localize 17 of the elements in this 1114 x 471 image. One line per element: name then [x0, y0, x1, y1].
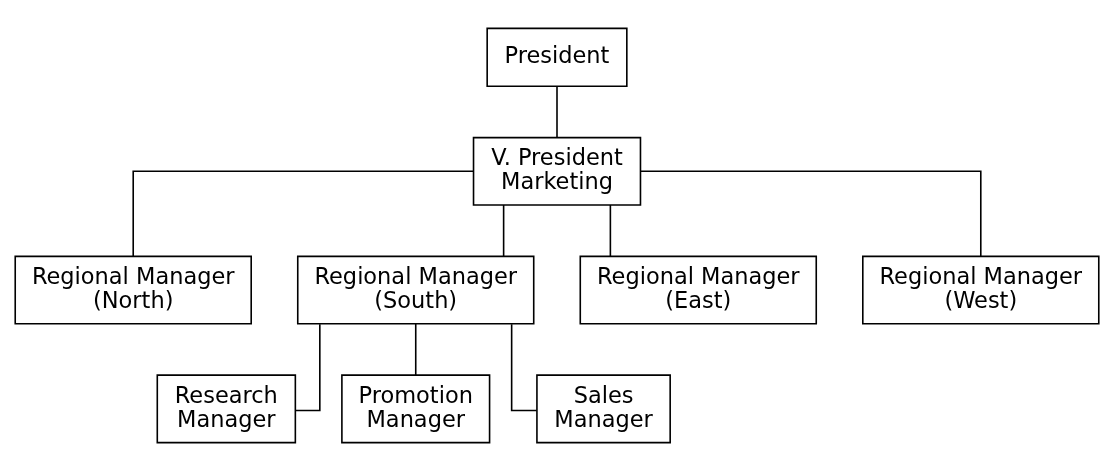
node-box: Regional Manager (East) — [579, 255, 818, 325]
node-box: Promotion Manager — [341, 374, 491, 444]
node-box: Regional Manager (North) — [14, 255, 252, 325]
node-box: Regional Manager (West) — [862, 255, 1100, 325]
connector — [609, 204, 612, 258]
connector — [132, 170, 475, 258]
connector — [510, 323, 538, 412]
connector — [639, 170, 982, 258]
connector — [556, 85, 558, 138]
connector — [294, 323, 321, 412]
node-box: Regional Manager (South) — [296, 255, 535, 325]
node-box: Sales Manager — [536, 374, 671, 444]
connector — [414, 323, 417, 376]
node-box: President — [486, 27, 628, 87]
node-box: Research Manager — [156, 374, 297, 444]
connector — [502, 204, 505, 258]
node-box: V. President Marketing — [472, 136, 642, 206]
